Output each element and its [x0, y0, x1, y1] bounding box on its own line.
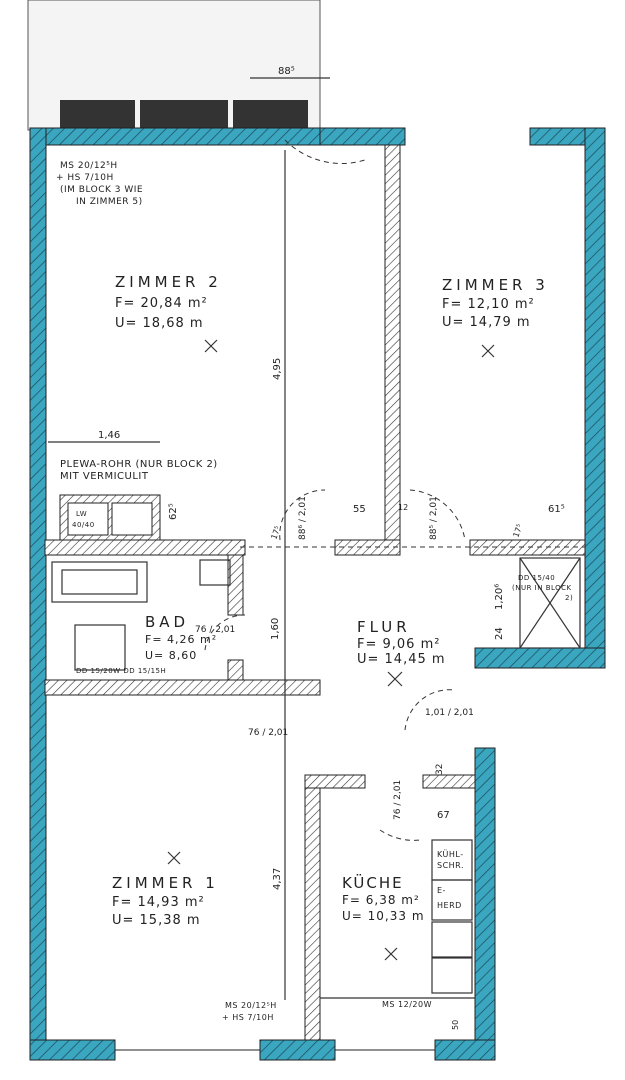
- notes: MS 20/12⁵H + HS 7/10H (IM BLOCK 3 WIE IN…: [56, 161, 573, 1022]
- dim-label: 1,60: [270, 618, 281, 640]
- room-area: F= 4,26 m²: [145, 633, 217, 646]
- room-name: ZIMMER 1: [112, 874, 219, 892]
- room-kueche: KÜCHE F= 6,38 m² U= 10,33 m: [342, 873, 425, 923]
- dim-label: 12: [398, 503, 408, 512]
- note-herd: E-: [437, 886, 446, 895]
- dim-balcony: 88⁵: [278, 66, 295, 77]
- room-zimmer1: ZIMMER 1 F= 14,93 m² U= 15,38 m: [112, 874, 219, 928]
- dim-label: 17⁵: [269, 525, 282, 541]
- room-flur: FLUR F= 9,06 m² U= 14,45 m: [357, 618, 446, 667]
- note-ms-top: (IM BLOCK 3 WIE: [60, 185, 143, 195]
- room-perimeter: U= 14,45 m: [357, 652, 446, 667]
- note-ms-kueche: MS 12/20W: [382, 1000, 432, 1009]
- dim-label: 88⁶ / 2,01: [298, 496, 308, 540]
- dim-label: 50: [451, 1020, 460, 1030]
- room-perimeter: U= 18,68 m: [115, 316, 204, 331]
- note-plewa: PLEWA-ROHR (NUR BLOCK 2): [60, 459, 218, 470]
- dim-label: 76 / 2,01: [393, 780, 403, 820]
- balcony: 88⁵: [27, 0, 330, 131]
- note-lw: LW: [76, 510, 87, 518]
- note-ms-bottom: MS 20/12⁵H: [225, 1001, 277, 1010]
- room-name: KÜCHE: [342, 873, 404, 892]
- room-area: F= 12,10 m²: [442, 297, 535, 312]
- dim-label: 61⁵: [548, 504, 565, 515]
- dim-label: 1,01 / 2,01: [425, 708, 474, 718]
- dimensions: 1,46 4,95 62⁵ 55 12 61⁵ 88⁶ / 2,01 88⁵ /…: [98, 358, 565, 1030]
- room-name: FLUR: [357, 618, 411, 636]
- room-name: BAD: [145, 613, 189, 631]
- note-dd-flur: DD 15/40: [518, 574, 555, 582]
- note-dd-flur: (NUR IN BLOCK: [512, 584, 572, 592]
- room-name: ZIMMER 2: [115, 273, 222, 291]
- light-markers: [167, 339, 495, 961]
- note-dd-flur: 2): [565, 594, 573, 602]
- dim-label: 1,46: [98, 430, 120, 441]
- note-herd: HERD: [437, 901, 462, 910]
- dim-label: 17⁵: [511, 523, 524, 539]
- note-ms-top: + HS 7/10H: [56, 173, 114, 183]
- outer-walls: [29, 127, 606, 1061]
- room-name: ZIMMER 3: [442, 276, 549, 294]
- dim-label: 24: [494, 627, 505, 640]
- note-kuehlschrank: KÜHL-: [437, 849, 464, 859]
- dim-label: 62⁵: [168, 503, 179, 520]
- note-kuehlschrank: SCHR.: [437, 861, 464, 870]
- room-perimeter: U= 15,38 m: [112, 913, 201, 928]
- note-ms-top: IN ZIMMER 5): [76, 197, 143, 207]
- room-area: F= 9,06 m²: [357, 637, 440, 652]
- note-plewa: MIT VERMICULIT: [60, 471, 149, 482]
- inner-walls: [44, 144, 586, 1041]
- note-lw: 40/40: [72, 521, 95, 529]
- dim-label: 4,37: [272, 868, 283, 890]
- dim-label: 32: [435, 764, 445, 775]
- dim-label: 76 / 2,01: [195, 625, 235, 635]
- room-area: F= 14,93 m²: [112, 895, 205, 910]
- room-perimeter: U= 8,60: [145, 649, 197, 662]
- dim-label: 1,20⁶: [494, 584, 505, 610]
- room-perimeter: U= 14,79 m: [442, 315, 531, 330]
- room-area: F= 20,84 m²: [115, 296, 208, 311]
- note-ms-top: MS 20/12⁵H: [60, 161, 118, 171]
- dim-label: 67: [437, 810, 450, 821]
- room-bad: BAD F= 4,26 m² U= 8,60: [145, 613, 217, 662]
- room-area: F= 6,38 m²: [342, 893, 420, 907]
- fixtures: [51, 557, 581, 999]
- note-dd-bad: DD 15/20W DD 15/15H: [76, 667, 166, 675]
- note-ms-bottom: + HS 7/10H: [222, 1013, 274, 1022]
- room-zimmer3: ZIMMER 3 F= 12,10 m² U= 14,79 m: [442, 276, 549, 330]
- dim-label: 55: [353, 504, 366, 515]
- dim-label: 88⁵ / 2,01: [429, 496, 439, 540]
- dim-label: 4,95: [272, 358, 283, 380]
- room-zimmer2: ZIMMER 2 F= 20,84 m² U= 18,68 m: [115, 273, 222, 331]
- door-swings: [48, 139, 585, 1000]
- dim-label: 76 / 2,01: [248, 728, 288, 738]
- room-perimeter: U= 10,33 m: [342, 909, 425, 923]
